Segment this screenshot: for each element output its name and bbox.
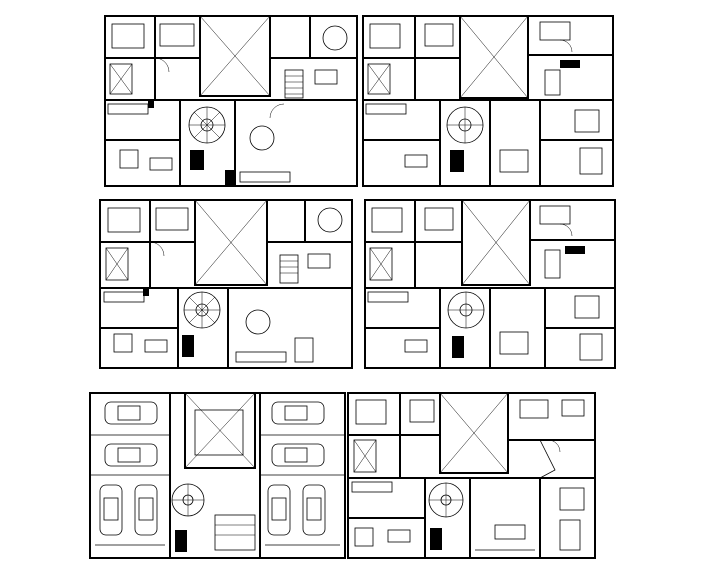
floor-plan-3 (99, 199, 353, 369)
parking-plan-5 (89, 392, 346, 559)
floor-plan-2 (362, 15, 614, 187)
floor-plan-1 (104, 15, 358, 187)
floor-plan-6 (347, 392, 596, 559)
floor-plan-4 (364, 199, 616, 369)
